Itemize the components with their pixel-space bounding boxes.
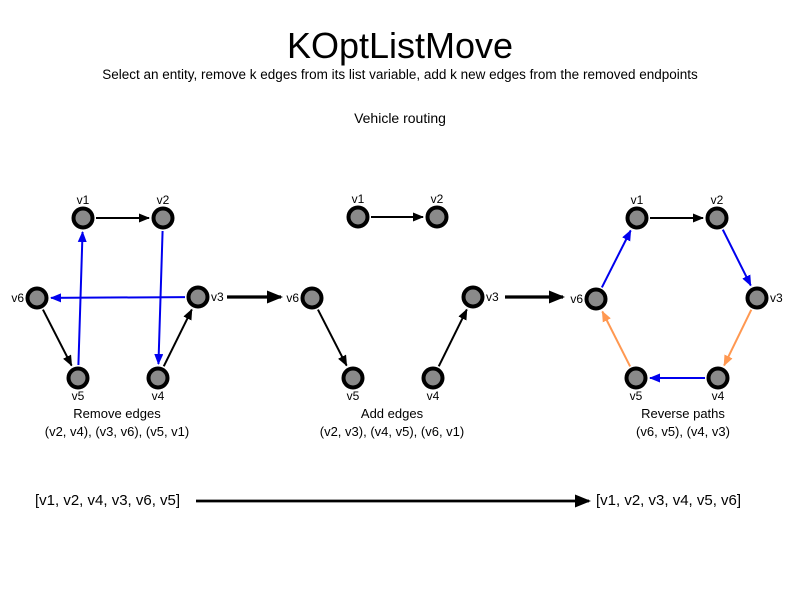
node-label-add-edges-v1: v1 [352, 192, 365, 206]
node-label-reverse-paths-v1: v1 [631, 193, 644, 207]
node-add-edges-v3 [461, 285, 485, 309]
node-reverse-paths-v2 [705, 206, 729, 230]
caption-remove-edges: Remove edges (v2, v4), (v3, v6), (v5, v1… [0, 405, 237, 441]
node-remove-edges-v1 [71, 206, 95, 230]
caption-detail: (v2, v4), (v3, v6), (v5, v1) [44, 424, 190, 439]
node-label-add-edges-v4: v4 [427, 389, 440, 403]
graph-remove-edges: v1 v2 v6 v3 v5 v4 [11, 193, 224, 403]
node-label-remove-edges-v5: v5 [72, 389, 85, 403]
node-label-reverse-paths-v6: v6 [570, 292, 583, 306]
edge-v5-v6 [601, 310, 632, 367]
node-label-remove-edges-v1: v1 [77, 193, 90, 207]
caption-reverse-paths: Reverse paths (v6, v5), (v4, v3) [563, 405, 800, 441]
graph-reverse-paths: v1 v2 v6 v3 v5 v4 [570, 193, 783, 403]
edge-v3-v6 [49, 293, 186, 303]
node-remove-edges-v6 [25, 286, 49, 310]
node-label-add-edges-v3: v3 [486, 290, 499, 304]
node-reverse-paths-v5 [624, 366, 648, 390]
node-add-edges-v5 [341, 366, 365, 390]
node-label-remove-edges-v3: v3 [211, 290, 224, 304]
node-reverse-paths-v4 [706, 366, 730, 390]
node-remove-edges-v2 [151, 206, 175, 230]
edge-v3-v4 [723, 309, 753, 367]
node-label-reverse-paths-v2: v2 [711, 193, 724, 207]
subtitle: Select an entity, remove k edges from it… [102, 67, 698, 82]
caption-add-edges: Add edges (v2, v3), (v4, v5), (v6, v1) [272, 405, 512, 441]
caption-title: Reverse paths [641, 406, 725, 421]
section-label: Vehicle routing [354, 110, 446, 126]
graph-add-edges: v1 v2 v6 v3 v5 v4 [286, 192, 499, 403]
node-label-remove-edges-v4: v4 [152, 389, 165, 403]
caption-detail: (v2, v3), (v4, v5), (v6, v1) [319, 424, 465, 439]
node-add-edges-v2 [425, 205, 449, 229]
edge-v4-v3 [437, 308, 468, 367]
node-remove-edges-v3 [186, 285, 210, 309]
edge-v4-v3 [162, 308, 193, 367]
page-title: KOptListMove [286, 25, 514, 66]
node-label-add-edges-v2: v2 [431, 192, 444, 206]
node-add-edges-v6 [300, 286, 324, 310]
edge-v2-v3 [721, 229, 752, 287]
node-remove-edges-v5 [66, 366, 90, 390]
node-remove-edges-v4 [146, 366, 170, 390]
list-before: [v1, v2, v4, v3, v6, v5] [35, 492, 181, 509]
node-add-edges-v4 [421, 366, 445, 390]
node-label-add-edges-v6: v6 [286, 291, 299, 305]
node-label-reverse-paths-v5: v5 [630, 389, 643, 403]
node-add-edges-v1 [346, 205, 370, 229]
node-label-remove-edges-v6: v6 [11, 291, 24, 305]
node-label-add-edges-v5: v5 [347, 389, 360, 403]
edge-v6-v5 [42, 309, 73, 367]
caption-title: Add edges [360, 406, 424, 421]
edge-v6-v1 [600, 229, 632, 288]
node-label-reverse-paths-v3: v3 [770, 291, 783, 305]
node-label-remove-edges-v2: v2 [157, 193, 170, 207]
edge-v5-v1 [77, 230, 87, 366]
edge-v6-v5 [317, 309, 348, 367]
list-after: [v1, v2, v3, v4, v5, v6] [596, 492, 742, 509]
node-label-reverse-paths-v4: v4 [712, 389, 725, 403]
node-reverse-paths-v1 [625, 206, 649, 230]
node-reverse-paths-v3 [745, 286, 769, 310]
caption-title: Remove edges [73, 406, 161, 421]
caption-detail: (v6, v5), (v4, v3) [636, 424, 730, 439]
node-reverse-paths-v6 [584, 287, 608, 311]
